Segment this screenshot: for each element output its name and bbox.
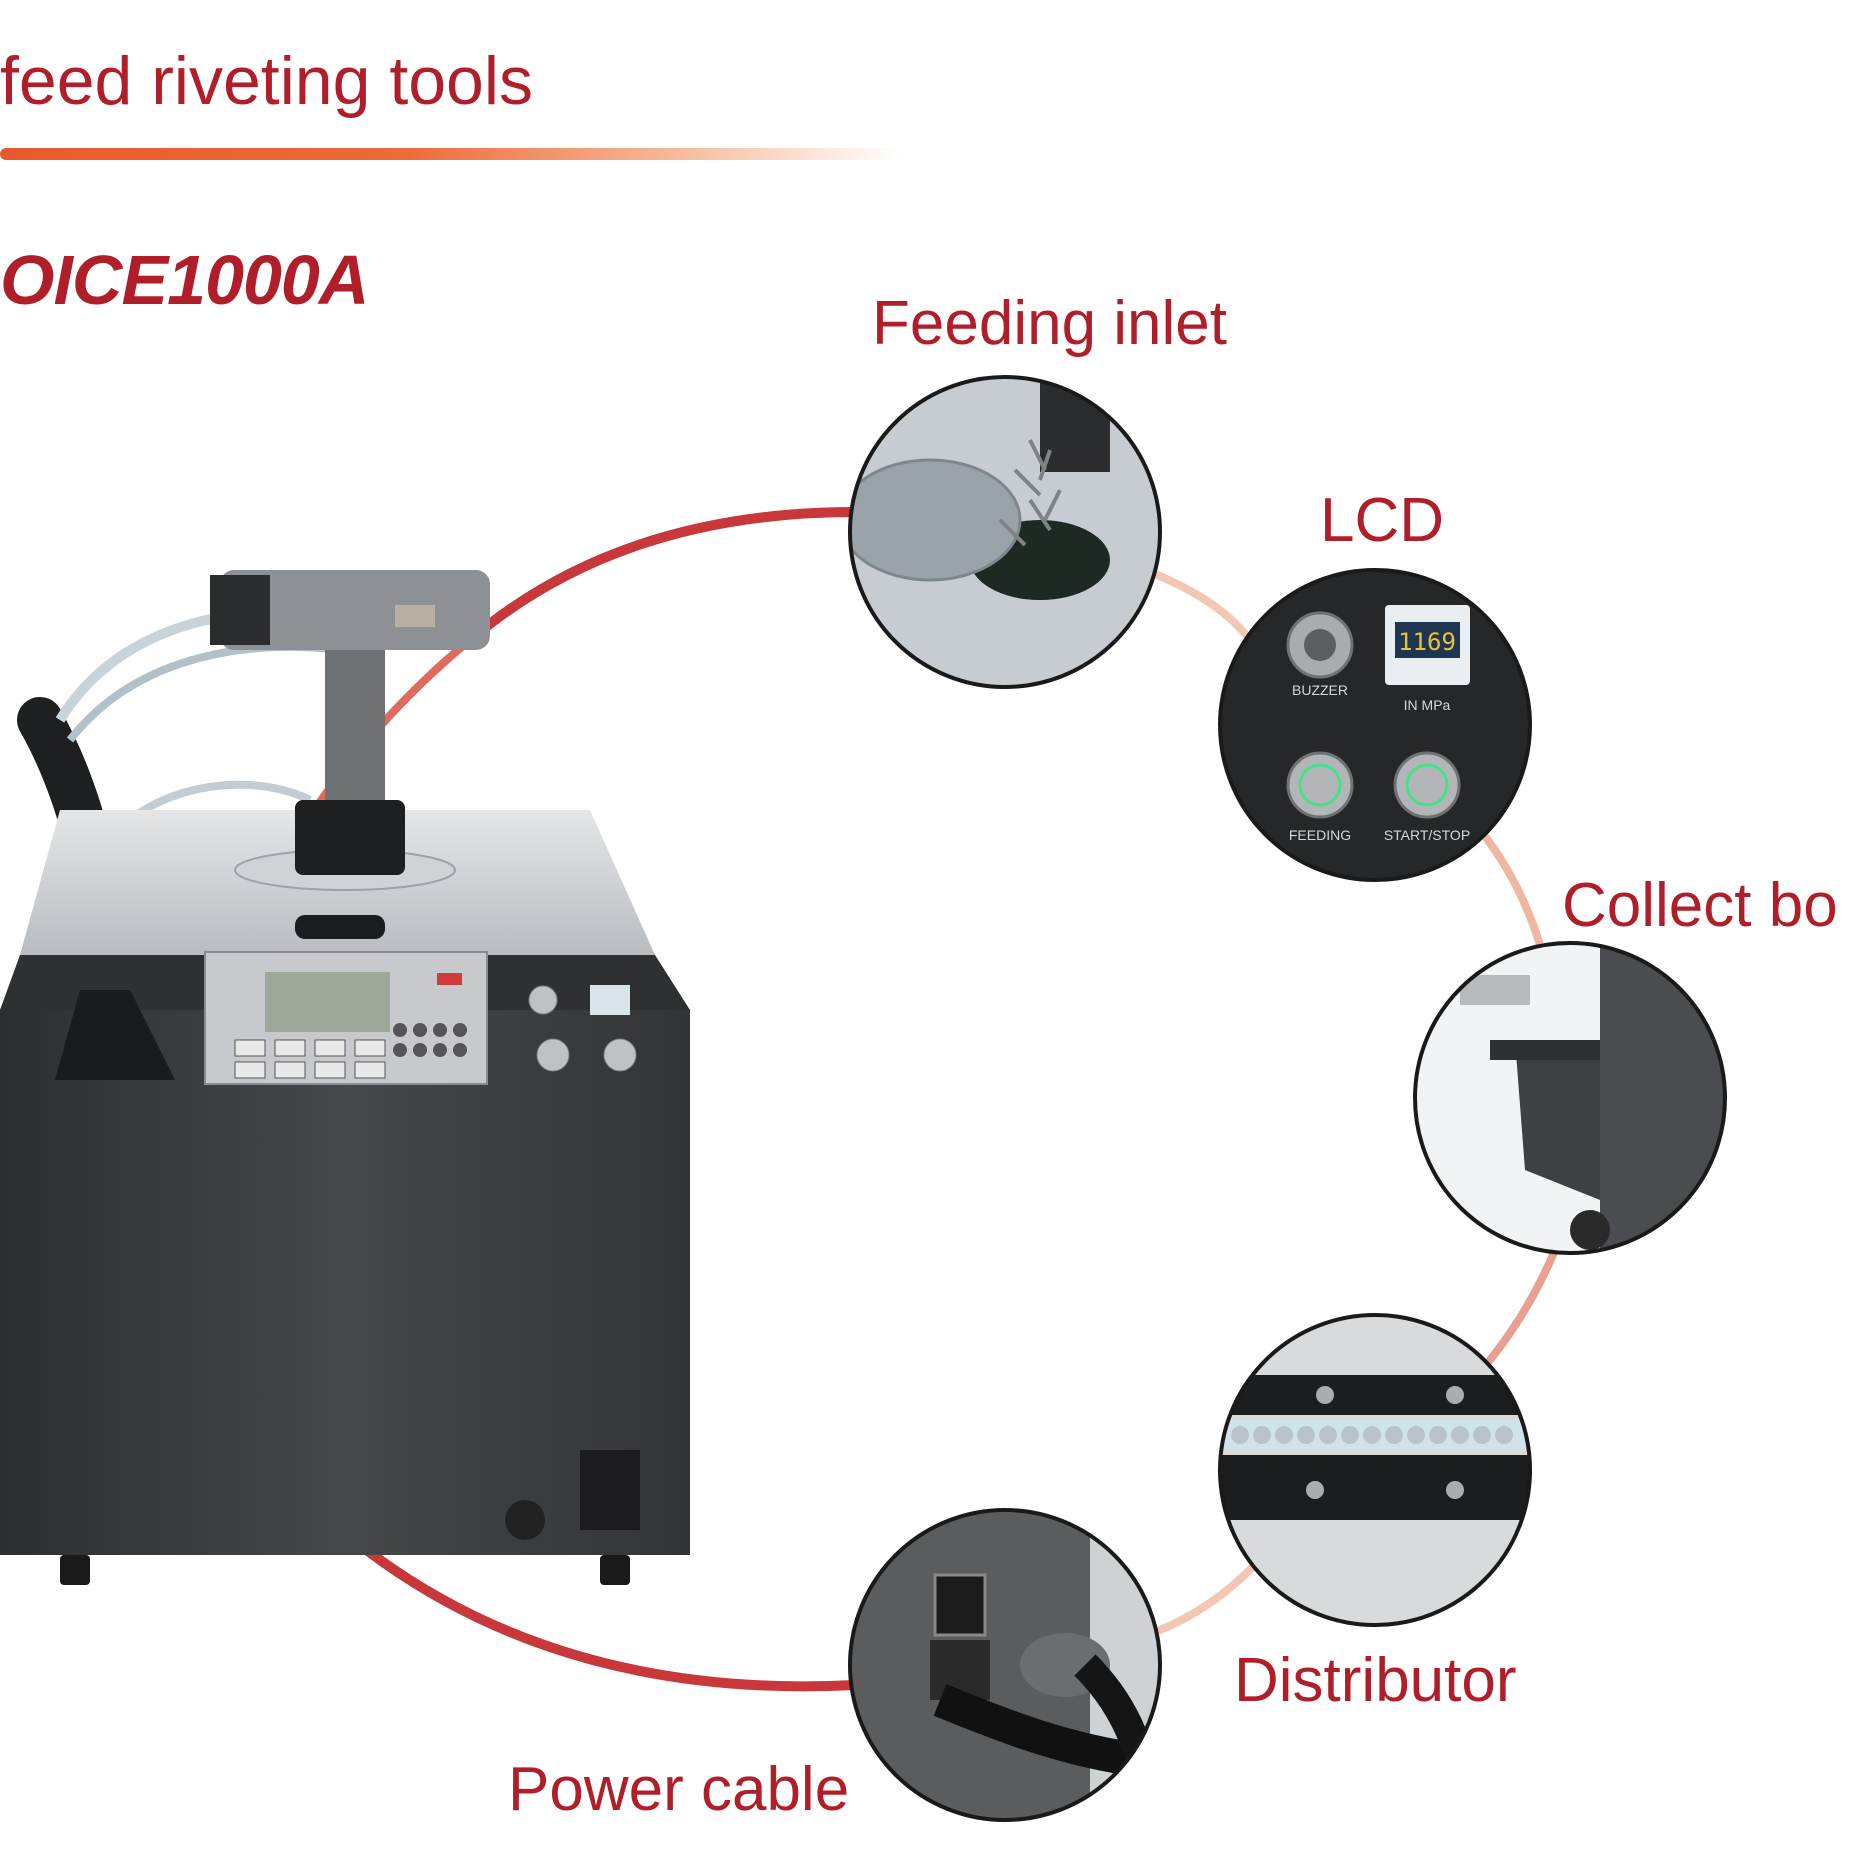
callout-power-cable: Power cable	[508, 1755, 850, 1824]
callout-collect-box: Collect bo	[1562, 871, 1838, 940]
page-title: feed riveting tools	[0, 43, 533, 119]
feeding-inlet-photo	[848, 375, 1162, 689]
collect-box-photo	[1413, 941, 1727, 1255]
start-stop-label: START/STOP	[1384, 827, 1470, 843]
pressure-label: IN MPa	[1404, 697, 1451, 713]
title-underline	[0, 148, 900, 160]
callout-distributor: Distributor	[1234, 1646, 1517, 1715]
model-name: OICE1000A	[0, 241, 369, 319]
lcd-readout: 1169	[1398, 628, 1456, 656]
buzzer-label: BUZZER	[1292, 682, 1348, 698]
callout-feeding-inlet: Feeding inlet	[872, 289, 1228, 358]
feeding-label: FEEDING	[1289, 827, 1351, 843]
distributor-photo	[1218, 1313, 1532, 1627]
riveting-machine	[0, 570, 690, 1585]
power-cable-photo	[848, 1508, 1162, 1822]
lcd-panel-photo: 1169 BUZZER IN MPa FEEDING START/STOP	[1218, 568, 1532, 882]
connector-arc	[211, 507, 1559, 1692]
callout-lcd: LCD	[1320, 486, 1445, 555]
